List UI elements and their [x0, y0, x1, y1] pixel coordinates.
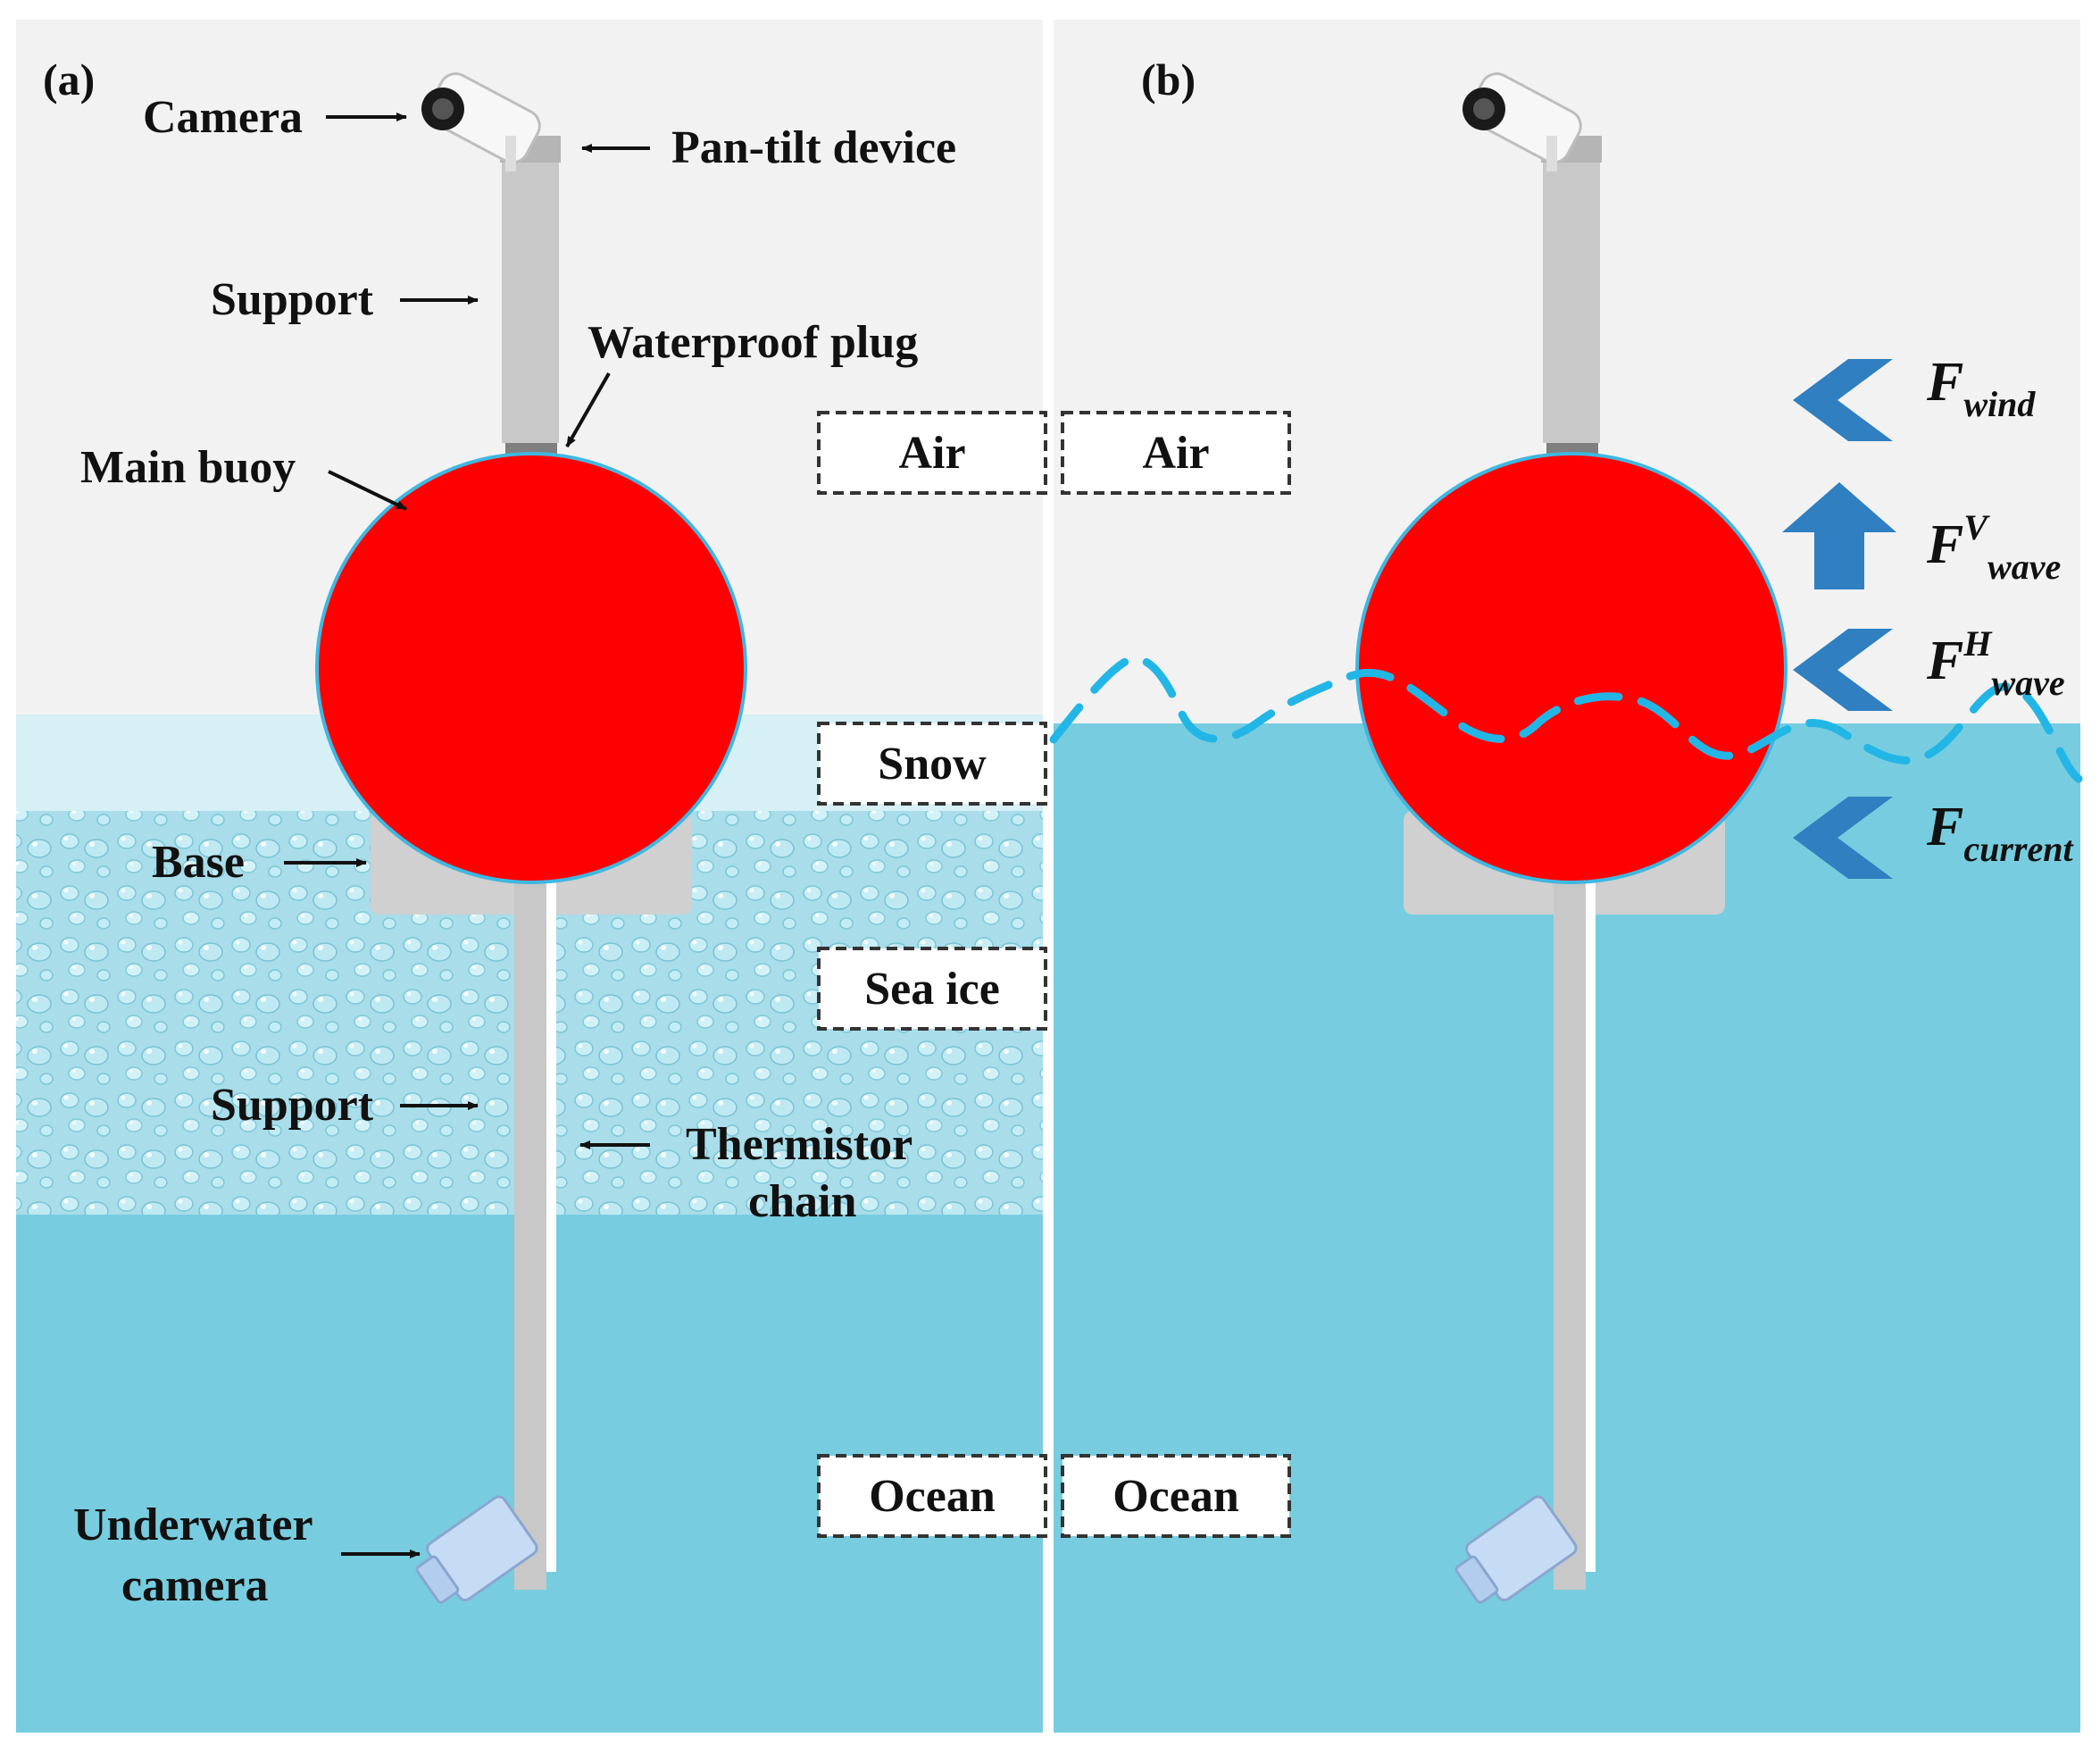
buoy-assembly-b: [1355, 72, 1788, 1604]
zone-ocean-right: Ocean: [1112, 1471, 1239, 1522]
label-underwater-line1: Underwater: [73, 1500, 313, 1550]
zone-boxes: [817, 411, 1291, 1538]
wave-vertical-force-arrow: [1782, 482, 1896, 589]
label-main-buoy: Main buoy: [80, 442, 296, 493]
underwater-camera-a: [415, 1495, 538, 1604]
panel-b-label: (b): [1141, 54, 1196, 104]
label-support-upper: Support: [211, 274, 374, 325]
arrow-waterproof-plug: [565, 372, 611, 447]
buoy-assembly-a: [315, 72, 747, 1604]
label-thermistor-line2: chain: [748, 1176, 856, 1227]
wind-force-arrow: [1793, 359, 1893, 441]
arrow-main-buoy: [328, 470, 407, 511]
support-upper-b: [1543, 157, 1600, 443]
label-waterproof-plug: Waterproof plug: [588, 317, 918, 368]
force-wave-vertical-label: FVwave: [1926, 507, 2061, 587]
force-wave-horizontal-label: FHwave: [1926, 623, 2065, 703]
force-arrows: [1782, 359, 1896, 879]
thermistor-chain-a: [546, 875, 556, 1572]
wave-horizontal-force-arrow: [1793, 629, 1893, 711]
current-force-arrow: [1793, 797, 1893, 879]
panel-a-label: (a): [43, 54, 95, 104]
label-base: Base: [152, 837, 245, 888]
zone-box-ocean-right: [1061, 1454, 1291, 1538]
zone-snow: Snow: [878, 739, 987, 789]
zone-box-air-left: [817, 411, 1047, 495]
wave-surface-line: [1049, 655, 2083, 783]
label-underwater-line2: camera: [121, 1560, 269, 1611]
main-buoy-b: [1355, 452, 1788, 884]
zone-box-ocean-left: [817, 1454, 1047, 1538]
zone-air-right: Air: [1142, 428, 1209, 479]
zone-ocean-left: Ocean: [869, 1471, 996, 1522]
main-buoy-a: [315, 452, 747, 884]
zone-box-sea-ice: [817, 947, 1047, 1031]
camera-a: [421, 72, 541, 171]
force-wind-label: Fwind: [1926, 352, 2036, 424]
label-thermistor-line1: Thermistor: [686, 1119, 912, 1170]
label-support-lower: Support: [211, 1080, 374, 1131]
label-camera: Camera: [143, 92, 303, 143]
camera-b: [1462, 72, 1582, 171]
thermistor-chain-b: [1586, 875, 1596, 1572]
zone-box-air-right: [1061, 411, 1291, 495]
support-upper-a: [502, 157, 559, 443]
zone-air-left: Air: [898, 428, 965, 479]
underwater-camera-b: [1454, 1495, 1578, 1604]
zone-box-snow: [817, 722, 1047, 806]
force-current-label: Fcurrent: [1926, 797, 2074, 869]
zone-sea-ice: Sea ice: [864, 964, 1000, 1015]
label-pan-tilt-device: Pan-tilt device: [671, 122, 956, 173]
support-lower-b: [1554, 875, 1586, 1590]
support-lower-a: [514, 875, 546, 1590]
